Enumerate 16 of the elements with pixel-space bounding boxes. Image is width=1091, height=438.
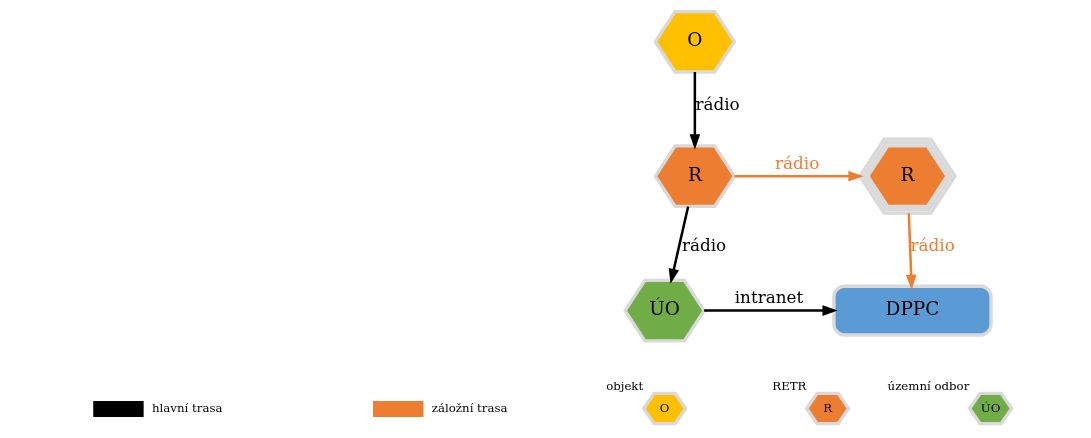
legend-label: hlavní trasa xyxy=(152,401,223,416)
node-box: DPPC xyxy=(832,284,993,337)
arrow xyxy=(704,305,838,316)
edge-label: rádio xyxy=(910,234,955,255)
edge-label: rádio xyxy=(695,93,740,114)
edge-label: intranet xyxy=(734,287,804,308)
arrow xyxy=(905,213,917,290)
node-label: objekt xyxy=(606,379,644,394)
legend-label: záložní trasa xyxy=(431,401,508,416)
edge-label: rádio xyxy=(681,234,727,255)
edge-label: rádio xyxy=(774,152,820,173)
arrow xyxy=(689,72,701,150)
arrow xyxy=(668,206,690,284)
node-label: územní odbor xyxy=(887,379,970,394)
node-label: RETR xyxy=(772,379,807,394)
arrow xyxy=(734,170,864,182)
